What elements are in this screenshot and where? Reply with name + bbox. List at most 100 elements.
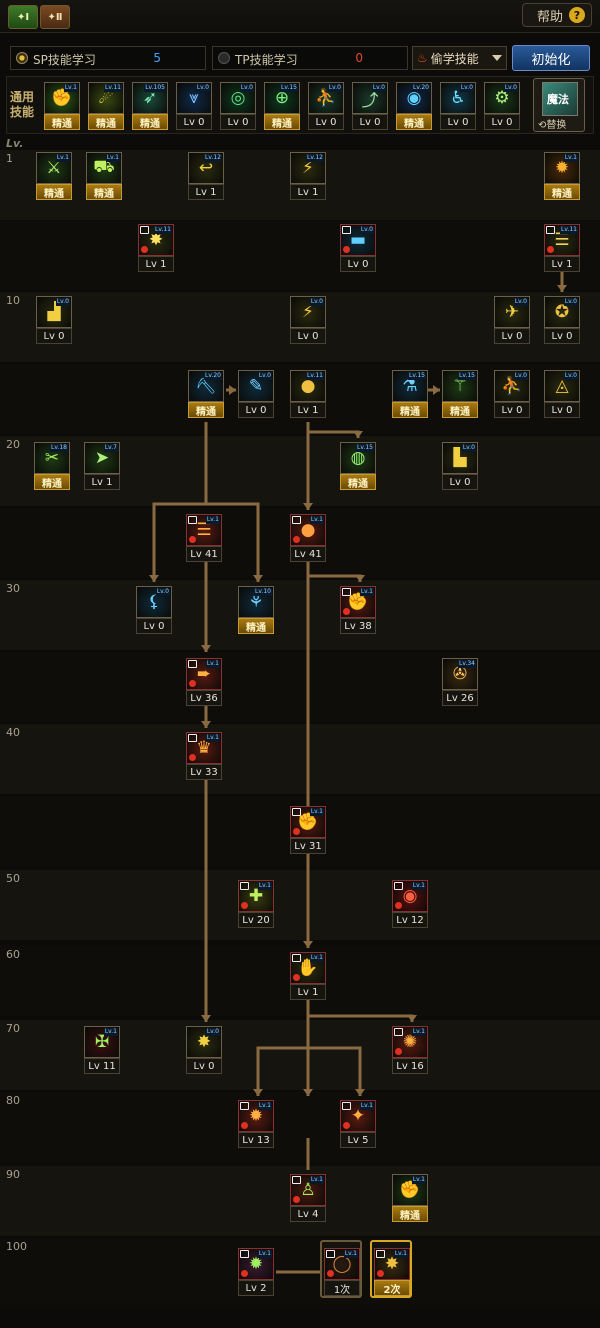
skill-level-label: Lv 31 [290,838,326,854]
level-number: 80 [6,1094,20,1107]
skill-level-label: Lv 0 [484,114,520,130]
tp-learn-box[interactable]: TP技能学习 0 [212,46,408,70]
required-level-tag: Lv.0 [205,1028,220,1036]
skill-level-label: Lv 0 [186,1058,222,1074]
skill-level-label: 精通 [132,114,168,130]
skill-level-label: 精通 [544,184,580,200]
skill-icon: ▙Lv.0 [442,442,478,474]
sp-radio-icon[interactable] [16,52,28,64]
skill-level-label: Lv 0 [290,328,326,344]
required-level-tag: Lv.1 [103,1028,118,1036]
skill-icon: ⚗Lv.15 [392,370,428,402]
skill-level-label: 精通 [36,184,72,200]
skill-level-label: Lv 26 [442,690,478,706]
skill-glyph: ✊ [399,1180,421,1200]
lock-icon [292,808,301,816]
skill-level-label: Lv 1 [290,184,326,200]
required-level-tag: Lv.0 [503,84,518,92]
top-bar: ✦Ⅰ ✦Ⅱ 帮助 ? [0,0,600,33]
swap-button[interactable]: 魔法 ⟲替换 [533,78,585,132]
warning-icon [293,974,300,981]
skill-icon: ▟Lv.0 [36,296,72,328]
level-number: 40 [6,726,20,739]
level-number: 90 [6,1168,20,1181]
sp-learn-box[interactable]: SP技能学习 5 [10,46,206,70]
tp-radio-icon[interactable] [218,52,230,64]
steal-skill-dropdown[interactable]: ♨ 偷学技能 [412,46,507,70]
skill-glyph: ➶ [142,88,158,108]
skill-icon: ✠Lv.1 [84,1026,120,1058]
leap-icon: ⤴Lv.0 [352,82,388,114]
initialize-button[interactable]: 初始化 [512,45,590,71]
help-button[interactable]: 帮助 ? [522,3,592,27]
warning-icon [241,1270,248,1277]
skill-level-label: 精通 [392,1206,428,1222]
required-level-tag: Lv.1 [359,1102,374,1110]
skill-level-label: Lv 0 [494,402,530,418]
tab-first-job[interactable]: ✦Ⅰ [8,5,38,29]
tab-second-job[interactable]: ✦Ⅱ [40,5,70,29]
skill-glyph: ● [300,520,316,540]
skill-glyph: ✎ [248,376,264,396]
sp-label: SP技能学习 [33,53,96,67]
connector-line [308,1014,414,1022]
skill-icon: ⛟Lv.1 [86,152,122,184]
